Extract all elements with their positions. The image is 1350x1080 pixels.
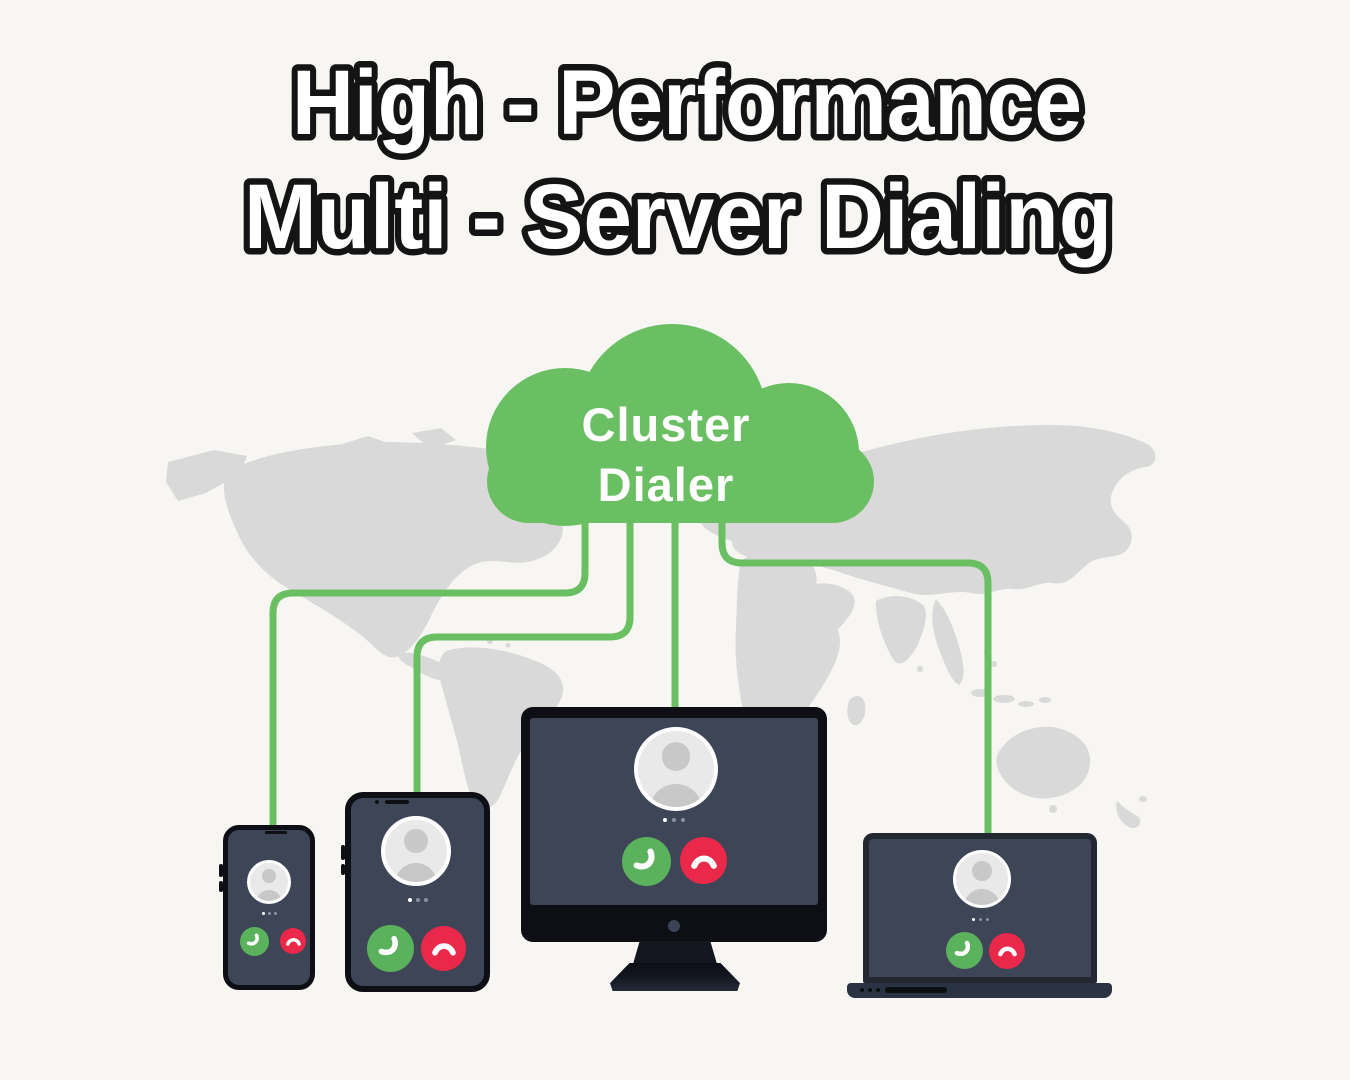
phone-volume-button <box>219 864 223 877</box>
landmass-arctic-island-2 <box>412 428 456 449</box>
laptop-base-dot <box>860 988 864 992</box>
landmass-alaska <box>166 450 247 501</box>
monitor-chin-dot <box>668 920 680 932</box>
carousel-dots <box>530 818 818 822</box>
landmass-caribbean-3 <box>505 642 511 648</box>
landmass-north-america <box>223 442 565 658</box>
accept-call-button[interactable] <box>946 932 983 969</box>
landmass-tasmania <box>1049 805 1057 813</box>
carousel-dots <box>869 918 1091 921</box>
decline-call-button[interactable] <box>989 933 1025 969</box>
accept-call-button[interactable] <box>240 927 269 956</box>
call-decline-handset-icon <box>997 947 1017 957</box>
accept-call-button[interactable] <box>622 837 671 886</box>
page-title: High - Performance Multi - Server Dialin… <box>238 46 1119 275</box>
decline-call-button[interactable] <box>280 928 306 954</box>
caller-avatar <box>247 860 291 904</box>
caller-avatar <box>953 850 1011 908</box>
title-line-2: Multi - Server Dialing <box>244 166 1112 268</box>
landmass-indonesia-4 <box>1039 697 1051 703</box>
landmass-philippines-2 <box>991 661 997 667</box>
laptop-base-latch <box>885 987 947 993</box>
decline-call-button[interactable] <box>680 837 727 884</box>
monitor-stand-base <box>610 963 740 991</box>
landmass-arctic-island-1 <box>336 436 394 456</box>
caller-avatar <box>381 816 451 886</box>
call-accept-handset-icon <box>246 933 259 946</box>
device-smartphone <box>219 825 315 990</box>
call-accept-handset-icon <box>954 940 970 956</box>
landmass-australia <box>996 726 1091 799</box>
call-decline-handset-icon <box>285 937 301 946</box>
avatar-torso <box>964 889 1000 905</box>
landmass-new-zealand <box>1116 801 1141 829</box>
laptop-base-dot <box>876 988 880 992</box>
carousel-dot <box>978 918 982 921</box>
landmass-japan-south <box>1004 583 1010 589</box>
call-accept-handset-icon <box>633 848 654 869</box>
carousel-dot-active <box>407 898 412 902</box>
carousel-dot <box>415 898 420 902</box>
device-tablet <box>341 792 490 992</box>
carousel-dot-active <box>663 818 667 822</box>
laptop-base <box>847 983 1112 998</box>
carousel-dot-active <box>971 918 975 921</box>
caller-avatar <box>634 727 718 811</box>
avatar-torso <box>256 889 282 901</box>
carousel-dots <box>228 912 310 915</box>
monitor-screen <box>530 718 818 905</box>
avatar-head <box>261 868 277 884</box>
landmass-southeast-asia <box>932 599 964 685</box>
tablet-speaker-slit <box>385 800 409 804</box>
carousel-dot-active <box>261 912 265 915</box>
phone-power-button <box>219 881 223 892</box>
avatar-torso <box>650 784 702 807</box>
carousel-dot <box>672 818 676 822</box>
cloud-base <box>487 440 874 523</box>
phone-speaker-slit <box>265 831 287 834</box>
avatar-head <box>404 829 428 853</box>
avatar-torso <box>394 863 438 882</box>
landmass-arabia <box>798 583 855 642</box>
title-line-1: High - Performance <box>292 52 1082 154</box>
landmass-indonesia-2 <box>993 695 1015 703</box>
landmass-new-zealand-north <box>1139 796 1147 802</box>
device-desktop-monitor <box>521 707 827 942</box>
carousel-dot <box>423 898 428 902</box>
tablet-volume-button <box>341 845 345 860</box>
call-decline-handset-icon <box>690 855 717 869</box>
device-laptop <box>863 833 1097 983</box>
carousel-dots <box>351 898 484 902</box>
landmass-indonesia-3 <box>1018 701 1034 707</box>
carousel-dot <box>681 818 685 822</box>
call-decline-handset-icon <box>431 943 456 956</box>
cloud-label-line-2: Dialer <box>598 458 735 511</box>
avatar-head <box>972 860 992 881</box>
landmass-south-america <box>438 647 564 809</box>
avatar-head <box>661 742 691 772</box>
laptop-base-dot <box>868 988 872 992</box>
carousel-dot <box>273 912 277 915</box>
cloud-label-line-1: Cluster <box>582 398 751 451</box>
landmass-sri-lanka <box>917 666 923 672</box>
connector-to-laptop <box>718 508 992 842</box>
call-accept-handset-icon <box>378 936 398 956</box>
landmass-japan <box>1017 549 1045 581</box>
tablet-camera-dot <box>375 800 379 804</box>
connector-to-tablet <box>413 508 634 802</box>
carousel-dot <box>267 912 271 915</box>
landmass-india <box>875 596 926 664</box>
tablet-power-button <box>341 864 345 875</box>
decline-call-button[interactable] <box>421 926 466 971</box>
monitor-stand-neck <box>633 941 717 964</box>
carousel-dot <box>985 918 989 921</box>
accept-call-button[interactable] <box>367 925 414 972</box>
landmass-madagascar <box>847 695 866 726</box>
connector-to-phone <box>269 508 589 836</box>
